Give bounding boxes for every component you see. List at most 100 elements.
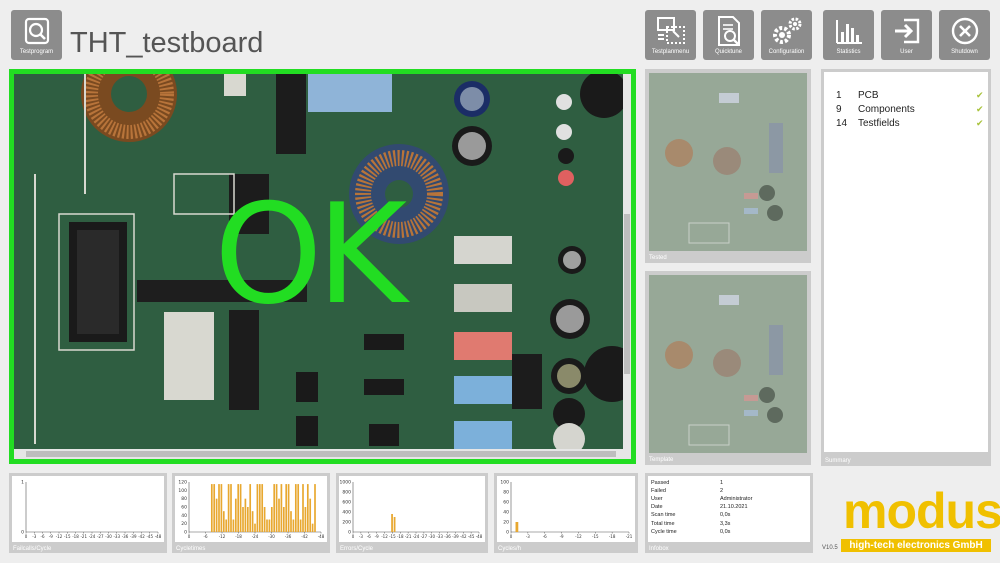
testplanmenu-button[interactable]: Testplanmenu xyxy=(645,10,696,60)
shutdown-button[interactable]: Shutdown xyxy=(939,10,990,60)
x-tick-label: -21 xyxy=(405,534,412,539)
summary-row-testfields[interactable]: 14 Testfields ✔ xyxy=(836,116,988,130)
x-tick-label: -42 xyxy=(460,534,467,539)
bar xyxy=(242,507,244,532)
x-tick-label: -15 xyxy=(389,534,396,539)
tested-thumbnail-panel[interactable]: Tested xyxy=(645,69,811,263)
x-tick-label: -18 xyxy=(235,534,242,539)
horizontal-scrollbar[interactable] xyxy=(14,449,631,459)
bar xyxy=(263,507,266,532)
summary-row-components[interactable]: 9 Components ✔ xyxy=(836,102,988,116)
template-thumbnail-panel[interactable]: Template xyxy=(645,271,811,465)
x-tick-label: -21 xyxy=(80,534,87,539)
bar xyxy=(299,519,302,532)
errors-chart: 100080060040020000-3-6-9-12-15-18-21-24-… xyxy=(340,480,483,540)
bar xyxy=(220,484,223,532)
bar xyxy=(314,484,316,532)
x-tick-label: 0 xyxy=(510,534,513,539)
modus-logo: modus high-tech electronics GmbH xyxy=(841,483,1000,554)
summary-row-pcb[interactable]: 1 PCB ✔ xyxy=(836,88,988,102)
bar xyxy=(306,484,309,532)
y-tick-label: 120 xyxy=(178,480,187,486)
gears-icon xyxy=(770,14,804,48)
bar xyxy=(254,523,256,532)
bar xyxy=(270,507,273,532)
testprogram-label: Testprogram xyxy=(19,49,54,55)
testprogram-button[interactable]: Testprogram xyxy=(11,10,62,60)
bar xyxy=(302,484,304,532)
bar xyxy=(266,519,268,532)
inspection-view[interactable]: OK xyxy=(9,69,636,464)
y-tick-label: 400 xyxy=(342,510,351,516)
y-tick-label: 20 xyxy=(503,520,509,526)
x-tick-label: -30 xyxy=(428,534,435,539)
bar xyxy=(210,484,213,532)
pcb-image xyxy=(14,74,623,449)
configuration-button[interactable]: Configuration xyxy=(761,10,812,60)
y-tick-label: 0 xyxy=(506,530,509,536)
failcalls-chart: 100-3-6-9-12-15-18-21-24-27-30-33-36-39-… xyxy=(21,480,162,540)
login-icon xyxy=(890,14,924,48)
tested-pcb-thumbnail xyxy=(649,73,807,251)
x-tick-label: -36 xyxy=(444,534,451,539)
bar xyxy=(393,517,396,532)
x-tick-label: -27 xyxy=(421,534,428,539)
bar xyxy=(282,507,285,532)
x-tick-label: -33 xyxy=(113,534,120,539)
y-tick-label: 0 xyxy=(21,530,24,536)
x-tick-label: -9 xyxy=(560,534,564,539)
x-tick-label: -48 xyxy=(155,534,162,539)
vertical-scrollbar[interactable] xyxy=(623,74,631,449)
summary-count: 9 xyxy=(836,103,842,115)
bar xyxy=(225,519,228,532)
quicktune-button[interactable]: Quicktune xyxy=(703,10,754,60)
document-magnifier-icon xyxy=(712,14,746,48)
bar xyxy=(292,519,295,532)
logo-word: modus xyxy=(843,483,1000,539)
x-tick-label: -18 xyxy=(72,534,79,539)
bar xyxy=(285,484,288,532)
y-tick-label: 40 xyxy=(181,513,187,519)
x-tick-label: -18 xyxy=(609,534,616,539)
x-tick-label: -15 xyxy=(592,534,599,539)
x-tick-label: -30 xyxy=(268,534,275,539)
user-button[interactable]: User xyxy=(881,10,932,60)
bar xyxy=(213,484,216,532)
configuration-label: Configuration xyxy=(768,49,805,55)
x-tick-label: -42 xyxy=(138,534,145,539)
x-tick-label: 0 xyxy=(352,534,355,539)
x-tick-label: 0 xyxy=(188,534,191,539)
statistics-button[interactable]: Statistics xyxy=(823,10,874,60)
x-tick-label: -15 xyxy=(64,534,71,539)
bar xyxy=(239,484,242,532)
bar xyxy=(268,519,271,532)
bar xyxy=(249,484,252,532)
bar xyxy=(287,484,290,532)
summary-panel: 1 PCB ✔ 9 Components ✔ 14 Testfields ✔ S… xyxy=(821,69,991,466)
bar xyxy=(311,523,314,532)
bar xyxy=(251,511,254,532)
check-icon: ✔ xyxy=(976,117,984,128)
x-tick-label: -9 xyxy=(375,534,379,539)
bar-chart-icon xyxy=(832,14,866,48)
x-tick-label: -18 xyxy=(397,534,404,539)
y-tick-label: 600 xyxy=(342,500,351,506)
graph-caption: Cycles/h xyxy=(498,546,522,552)
bar xyxy=(227,484,230,532)
summary-caption: Summary xyxy=(825,458,851,464)
y-tick-label: 20 xyxy=(181,521,187,527)
bar xyxy=(278,498,280,532)
tested-caption: Tested xyxy=(649,255,667,261)
y-tick-label: 200 xyxy=(342,520,351,526)
x-tick-label: -45 xyxy=(146,534,153,539)
testplan-icon xyxy=(654,14,688,48)
check-icon: ✔ xyxy=(976,103,984,114)
x-tick-label: -39 xyxy=(452,534,459,539)
